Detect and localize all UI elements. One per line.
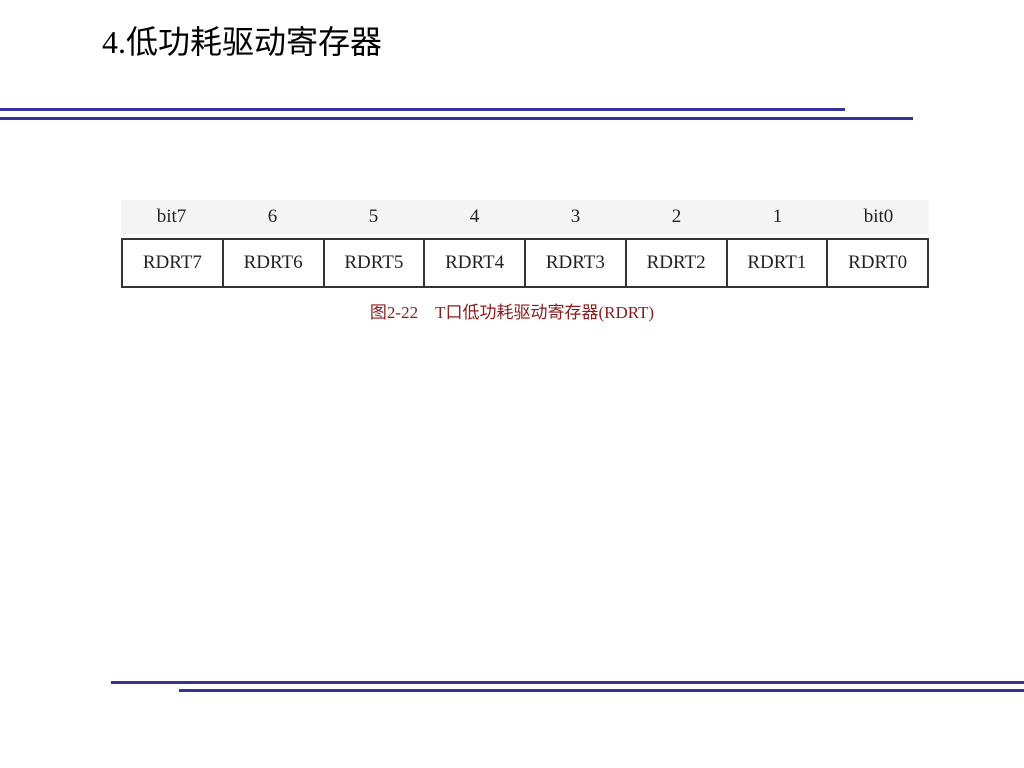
footer-divider-line	[111, 681, 1024, 684]
bit-label: 1	[772, 206, 783, 227]
register-field-cell: RDRT3	[524, 240, 625, 286]
title-divider-line	[0, 108, 845, 111]
bit-label: 4	[469, 206, 480, 227]
register-field-cell: RDRT1	[725, 240, 827, 286]
register-field-table: RDRT7 RDRT6 RDRT5 RDRT4 RDRT3 RDRT2 RDRT…	[121, 238, 929, 288]
bit-label: 3	[570, 206, 581, 227]
bit-label: bit7	[156, 206, 187, 227]
bit-label: 2	[671, 206, 682, 227]
register-field-cell: RDRT2	[624, 240, 726, 286]
footer-divider-line	[179, 689, 1024, 692]
register-figure: bit7 6 5 4 3 2 1 bit0 RDRT7 RDRT6 RDRT5 …	[121, 200, 929, 288]
slide-title: 4.低功耗驱动寄存器	[102, 24, 383, 60]
bit-number-row: bit7 6 5 4 3 2 1 bit0	[121, 200, 929, 234]
title-divider-line	[0, 117, 913, 120]
register-field-cell: RDRT4	[423, 240, 524, 286]
bit-label: 6	[267, 206, 278, 227]
register-field-cell: RDRT6	[221, 240, 323, 286]
register-field-cell: RDRT0	[826, 240, 927, 286]
figure-caption: 图2-22 T口低功耗驱动寄存器(RDRT)	[369, 303, 655, 322]
register-field-cell: RDRT7	[142, 252, 202, 273]
bit-label: 5	[368, 206, 379, 227]
bit-label: bit0	[863, 206, 894, 227]
register-field-cell: RDRT5	[322, 240, 424, 286]
